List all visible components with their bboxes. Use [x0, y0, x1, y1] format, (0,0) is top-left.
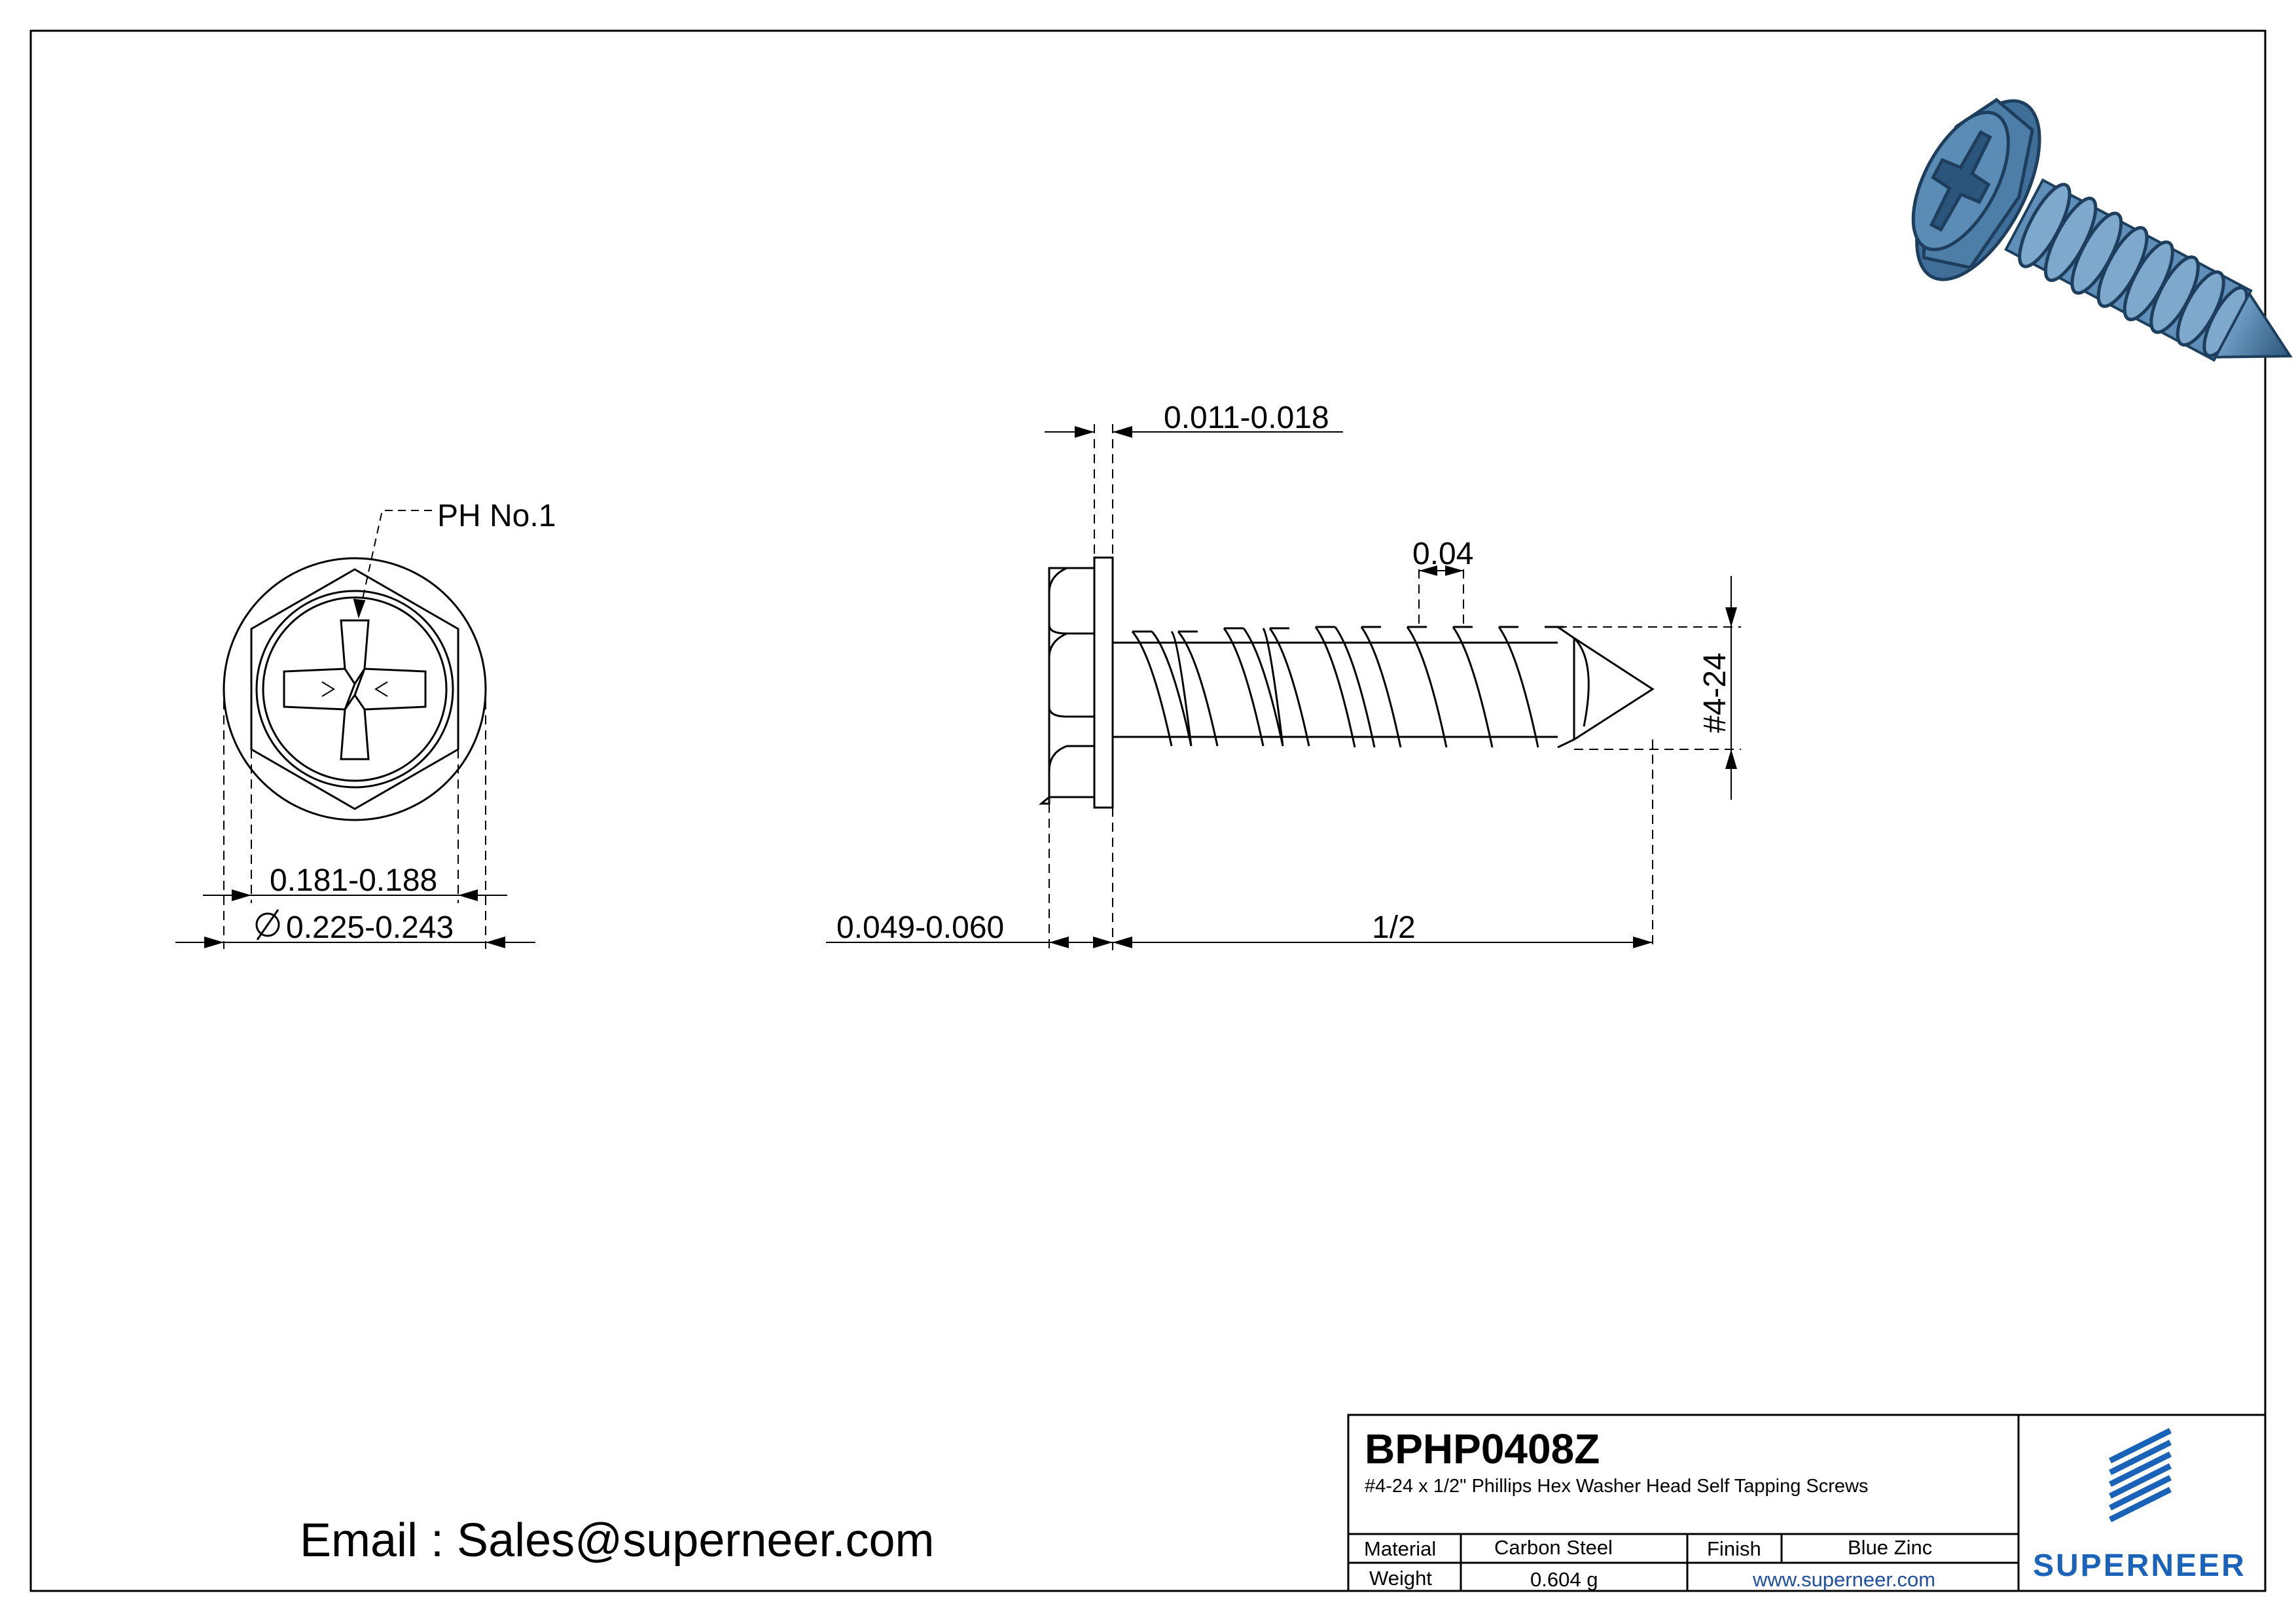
dim-head-height-label: 0.049-0.060: [836, 910, 1004, 945]
dim-washer-thickness-label: 0.011-0.018: [1164, 401, 1329, 435]
part-number: BPHP0408Z: [1365, 1425, 1600, 1472]
finish-value: Blue Zinc: [1848, 1536, 1932, 1559]
weight-label: Weight: [1369, 1567, 1432, 1590]
dim-washer-diameter-label: 0.225-0.243: [286, 910, 454, 945]
shank: [1111, 641, 1558, 738]
dim-thread-pitch: [1419, 565, 1463, 576]
part-description: #4-24 x 1/2" Phillips Hex Washer Head Se…: [1365, 1476, 1869, 1497]
washer-outline: [223, 557, 487, 821]
head-top-inner: [262, 596, 448, 782]
dim-across-flats-label: 0.181-0.188: [270, 863, 437, 898]
dim-thread-pitch-label: 0.04: [1412, 537, 1473, 571]
dim-length-label: 1/2: [1372, 910, 1416, 945]
side-view: [1038, 556, 1655, 809]
head-view: [223, 557, 487, 949]
material-label: Material: [1364, 1537, 1436, 1560]
side-extension-lines: [1049, 424, 1741, 950]
brand-name: SUPERNEER: [2033, 1548, 2246, 1583]
screw-3d-render: [1911, 98, 2293, 362]
washer-flange-side: [1093, 556, 1114, 809]
finish-label: Finish: [1707, 1537, 1761, 1560]
phillips-recess-icon: [283, 619, 427, 760]
diameter-symbol-icon: [255, 909, 280, 940]
sheet-border: [29, 29, 2267, 1592]
hex-outline: [250, 568, 459, 810]
dim-thread-size-label: #4-24: [1698, 652, 1732, 733]
contact-email[interactable]: Email : Sales@superneer.com: [300, 1514, 935, 1567]
drive-leader: [353, 510, 432, 619]
superneer-logo-icon: [2108, 1427, 2172, 1523]
title-block: [1347, 1414, 2267, 1592]
website-link[interactable]: www.superneer.com: [1752, 1568, 1935, 1591]
drive-callout: PH No.1: [437, 499, 556, 533]
material-value: Carbon Steel: [1494, 1536, 1613, 1559]
head-top-outer: [255, 590, 454, 789]
weight-value: 0.604 g: [1530, 1568, 1598, 1591]
gimlet-tip: [1557, 626, 1655, 749]
threads: [1131, 626, 1564, 748]
